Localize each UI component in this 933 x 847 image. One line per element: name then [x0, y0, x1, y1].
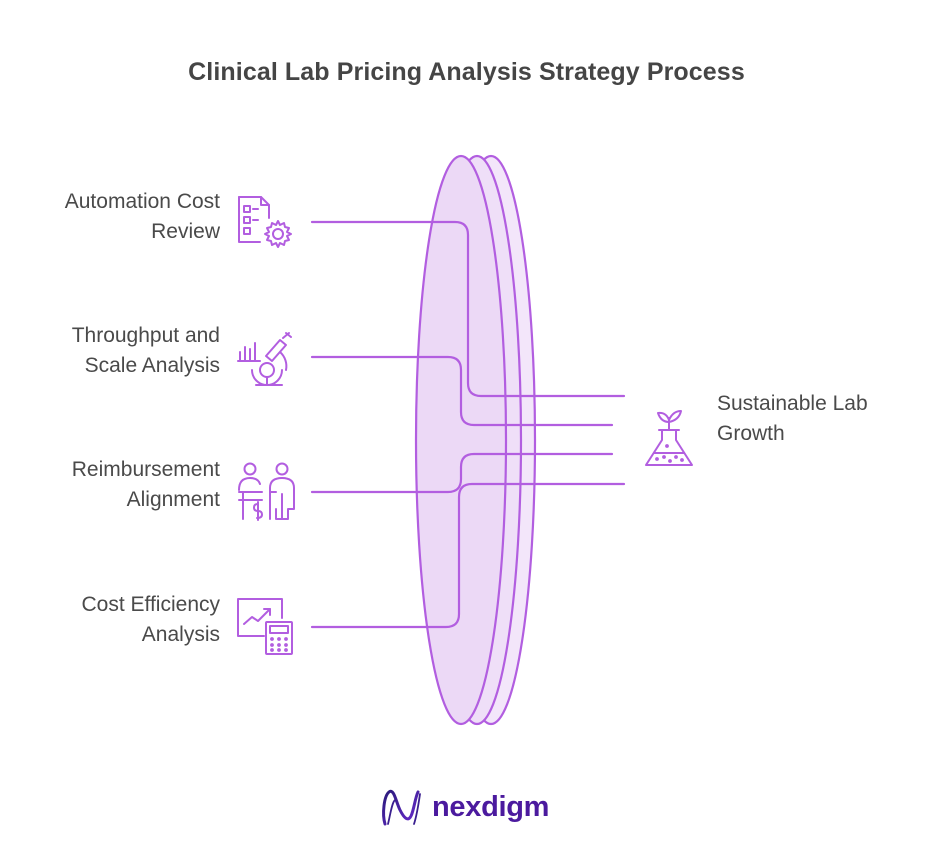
lens-face [414, 154, 508, 726]
microscope-chart-icon [237, 332, 292, 386]
brand-name: nexdigm [432, 790, 550, 823]
nexdigm-logo-icon [382, 789, 421, 826]
input-label-line: Scale Analysis [84, 354, 220, 377]
output-label: Sustainable Lab Growth [717, 389, 868, 449]
diagram-title: Clinical Lab Pricing Analysis Strategy P… [188, 58, 745, 86]
output-label-line: Growth [717, 422, 785, 445]
input-label-line: Alignment [126, 488, 220, 511]
document-gear-icon [238, 196, 292, 248]
input-label-line: Analysis [141, 623, 220, 646]
chart-calculator-icon [237, 598, 293, 655]
people-payment-icon [238, 462, 295, 521]
brand-logo: nexdigm [380, 782, 549, 832]
input-label-line: Throughput and [71, 324, 220, 347]
input-label-line: Automation Cost [64, 190, 220, 213]
flask-sprout-icon [645, 410, 693, 466]
input-label-line: Cost Efficiency [81, 593, 221, 616]
input-label-cost-efficiency: Cost Efficiency Analysis [0, 590, 221, 650]
input-label-automation: Automation Cost Review [0, 187, 220, 247]
input-label-throughput: Throughput and Scale Analysis [0, 321, 220, 381]
input-label-reimbursement: Reimbursement Alignment [0, 455, 220, 515]
connector-throughput [310, 355, 614, 427]
connector-cost-efficiency [310, 482, 626, 629]
connector-reimbursement [310, 452, 614, 494]
input-label-line: Reimbursement [71, 458, 220, 481]
connector-automation [310, 220, 626, 398]
output-label-line: Sustainable Lab [717, 392, 868, 415]
input-label-line: Review [151, 220, 220, 243]
